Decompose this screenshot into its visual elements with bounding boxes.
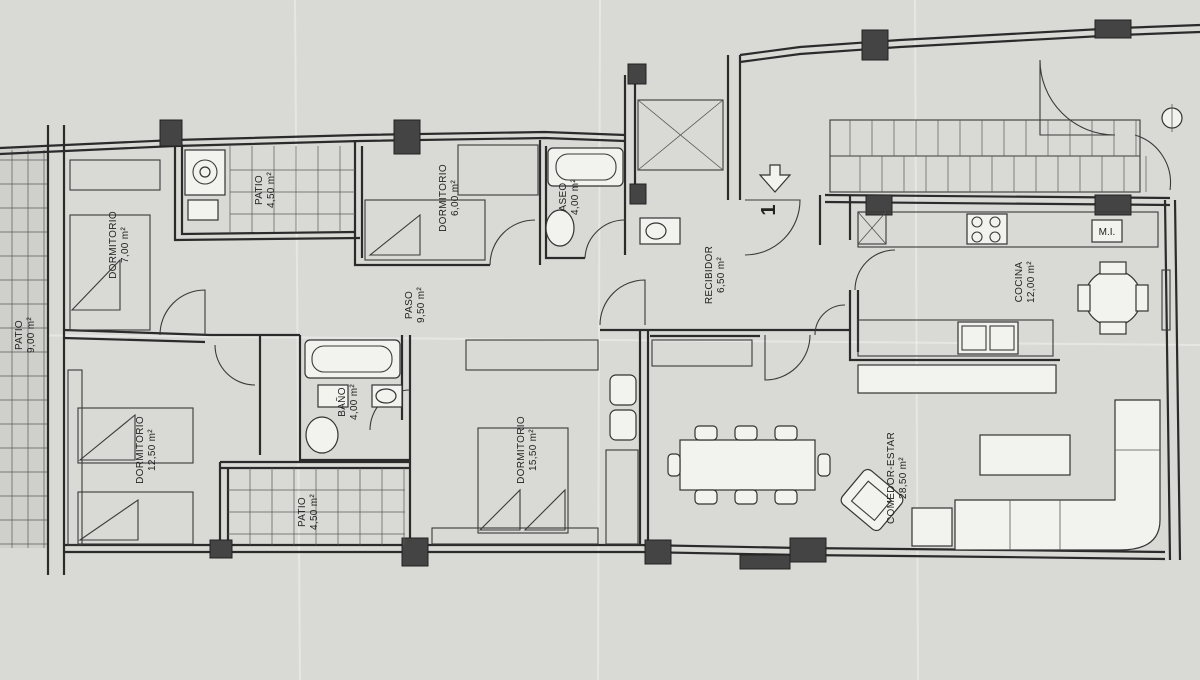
dining-chair — [667, 453, 681, 477]
room-labels: PATIO 9,00 m² DORMITORIO 7,00 m² PATIO 4… — [14, 164, 1037, 530]
dormitorio-1-area: 7,00 m² — [120, 227, 131, 263]
cocina-area: 12,00 m² — [1026, 261, 1037, 303]
washing-machine-icon — [184, 149, 226, 196]
aseo-area: 4,00 m² — [570, 179, 581, 215]
dining-chair — [734, 425, 758, 441]
armchair-icon — [840, 468, 904, 532]
toilet-icon — [317, 384, 349, 408]
wardrobe — [69, 159, 161, 191]
appliance-label: M.I. — [1099, 227, 1116, 238]
armchair-icon — [609, 374, 637, 406]
sideboard — [857, 364, 1057, 394]
washbasin-icon — [305, 416, 339, 454]
dormitorio-2-name: DORMITORIO — [438, 164, 449, 232]
dormitorio-4-area: 15,50 m² — [528, 429, 539, 471]
side-table — [911, 507, 953, 547]
cocina-name: COCINA — [1014, 262, 1025, 303]
comedor-name: COMEDOR-ESTAR — [886, 432, 897, 524]
recibidor-name: RECIBIDOR — [704, 246, 715, 304]
dining-chair — [694, 489, 718, 505]
entrance-number: 1 — [758, 204, 780, 215]
dormitorio-3-area: 12,50 m² — [147, 429, 158, 471]
sofa-icon — [954, 399, 1161, 551]
aseo-name: ASEO — [558, 183, 569, 212]
patio-top-name: PATIO — [254, 175, 265, 205]
bottom-patio-tiles — [228, 468, 405, 545]
comedor-area: 28,50 m² — [898, 457, 909, 499]
desk — [605, 449, 639, 545]
washbasin-icon — [545, 209, 575, 247]
patio-top-area: 4,50 m² — [266, 172, 277, 208]
dining-chair — [774, 425, 798, 441]
appliance-box — [1091, 219, 1123, 243]
dining-chair — [774, 489, 798, 505]
recibidor-area: 6,50 m² — [716, 257, 727, 293]
bed-icon — [77, 491, 194, 545]
dormitorio-1-name: DORMITORIO — [108, 211, 119, 279]
kitchen-counter-lower — [857, 319, 1054, 357]
dormitorio-3-name: DORMITORIO — [135, 416, 146, 484]
dining-table — [679, 439, 816, 491]
doors — [159, 59, 1172, 431]
wardrobe — [431, 527, 599, 545]
dining-chair — [734, 489, 758, 505]
lift-shaft — [159, 19, 1183, 570]
staircase — [829, 119, 1147, 193]
patio-bottom-area: 4,50 m² — [309, 494, 320, 530]
bathtub-icon — [547, 147, 624, 187]
kitchen-sink-icon — [957, 321, 1019, 355]
built-in-cabinet — [465, 339, 599, 371]
exterior-walls — [0, 23, 1200, 575]
bano-name: BAÑO — [335, 387, 348, 417]
bed-icon — [77, 407, 194, 464]
patio-left-area: 9,00 m² — [26, 317, 37, 353]
bano-area: 4,00 m² — [349, 384, 360, 420]
paso-area: 9,50 m² — [416, 287, 427, 323]
interior-walls — [63, 140, 1060, 545]
patio-left-name: PATIO — [14, 320, 25, 350]
top-patio-tiles — [229, 146, 355, 232]
patio-bottom-name: PATIO — [297, 497, 308, 527]
dormitorio-2-area: 6,00 m² — [450, 180, 461, 216]
wardrobe — [457, 144, 539, 196]
bed-icon — [477, 427, 569, 534]
dormitorio-4-name: DORMITORIO — [516, 416, 527, 484]
bed-icon — [364, 199, 486, 261]
bathtub-icon — [304, 339, 401, 379]
paso-name: PASO — [404, 291, 415, 319]
bed-icon — [69, 214, 151, 331]
dining-chair — [694, 425, 718, 441]
armchair-icon — [609, 409, 637, 441]
built-in-cabinet — [651, 339, 753, 367]
left-patio-tiles — [0, 148, 48, 548]
coffee-table — [979, 434, 1071, 476]
sink-icon — [187, 199, 219, 221]
entrance-arrow-icon — [758, 164, 792, 193]
furniture: M.I. — [67, 144, 1171, 551]
round-table — [1084, 269, 1142, 327]
dining-chair — [817, 453, 831, 477]
